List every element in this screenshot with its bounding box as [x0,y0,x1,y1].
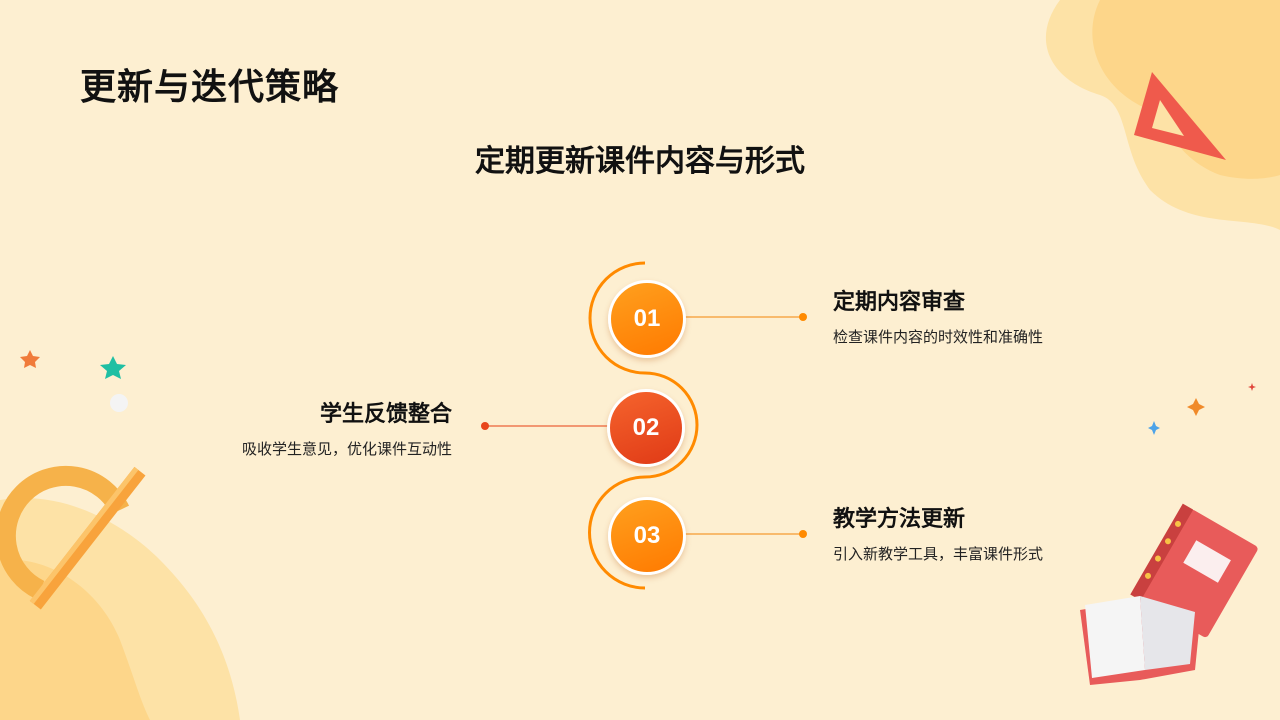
ruler-icon [29,466,146,610]
step-description-3: 引入新教学工具，丰富课件形式 [833,545,1044,563]
step-description-1: 检查课件内容的时效性和准确性 [833,328,1044,346]
step-title-1: 定期内容审查 [833,290,966,315]
connector-dot-2 [481,422,489,430]
step-title-3: 教学方法更新 [833,507,966,532]
connector-dot-3 [799,530,807,538]
triangle-ruler-icon [1134,72,1226,160]
star-icon [20,350,40,368]
open-book-icon [1080,596,1200,685]
sparkle-icon [1148,421,1160,435]
step-description-2: 吸收学生意见，优化课件互动性 [241,440,452,458]
protractor-icon [0,465,130,600]
sparkle-icon [1248,383,1256,391]
page-title: 更新与迭代策略 [80,67,340,108]
top-right-blob-inner [1092,0,1280,179]
sparkle-icon [1187,398,1205,416]
connector-dot-1 [799,313,807,321]
step-title-2: 学生反馈整合 [319,402,452,427]
timeline-curve [588,261,699,590]
step-number-badge-2: 02 [607,389,685,467]
step-number-badge-3: 03 [608,497,686,575]
step-number-badge-1: 01 [608,280,686,358]
slide-subtitle: 定期更新课件内容与形式 [475,144,805,179]
star-icon [100,356,126,379]
dot-decoration [110,394,128,412]
